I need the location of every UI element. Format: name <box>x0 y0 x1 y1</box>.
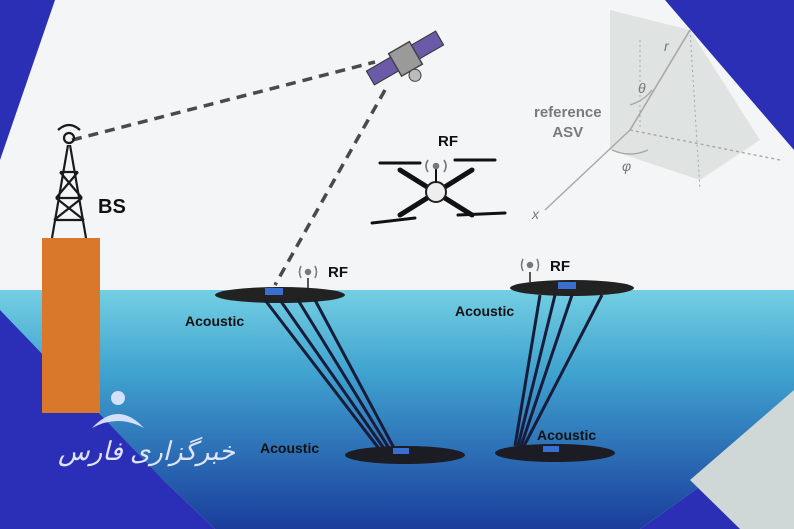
communication-links <box>71 60 387 286</box>
symbol-phi: φ <box>622 158 632 174</box>
satellite-tower-link <box>71 60 376 142</box>
left-underwater-acoustic-label: Acoustic <box>260 440 320 456</box>
watermark-emblem <box>92 391 144 428</box>
reference-line: reference <box>534 104 602 121</box>
coordinate-inset <box>544 10 781 211</box>
corner-patch <box>690 390 794 529</box>
satellite-icon <box>365 30 445 86</box>
underwater-vehicle-icon <box>345 446 465 464</box>
underwater-vehicle-icon <box>495 444 615 462</box>
drone-rf-label: RF <box>438 133 458 150</box>
asv-line: ASV <box>552 124 584 141</box>
right-surface-acoustic-label: Acoustic <box>455 303 515 319</box>
right-vehicle-rf-label: RF <box>550 258 570 275</box>
left-vehicle-rf-label: RF <box>328 264 348 281</box>
left-surface-acoustic-label: Acoustic <box>185 313 245 329</box>
watermark-text: خبرگزاری فارس <box>58 436 235 466</box>
base-station-label: BS <box>98 196 126 218</box>
right-underwater-acoustic-label: Acoustic <box>537 427 597 443</box>
symbol-theta: θ <box>638 80 646 96</box>
antenna-icon <box>520 258 540 272</box>
cell-tower-icon <box>50 123 88 239</box>
antenna-icon <box>425 159 447 173</box>
vehicle-modem <box>558 282 576 289</box>
tower-pier <box>42 238 100 413</box>
satellite-vehicle-link <box>273 89 387 286</box>
left-surface-vehicle <box>215 265 345 303</box>
drone-icon <box>370 158 507 225</box>
base-station <box>42 123 100 413</box>
vehicle-modem <box>265 288 283 295</box>
reference-asv-label: reference ASV <box>534 103 602 143</box>
sea <box>0 290 794 529</box>
symbol-x: x <box>532 206 539 222</box>
antenna-icon <box>298 265 318 279</box>
right-surface-vehicle <box>510 258 634 296</box>
symbol-r: r <box>664 38 669 54</box>
acoustic-tethers <box>263 294 604 451</box>
